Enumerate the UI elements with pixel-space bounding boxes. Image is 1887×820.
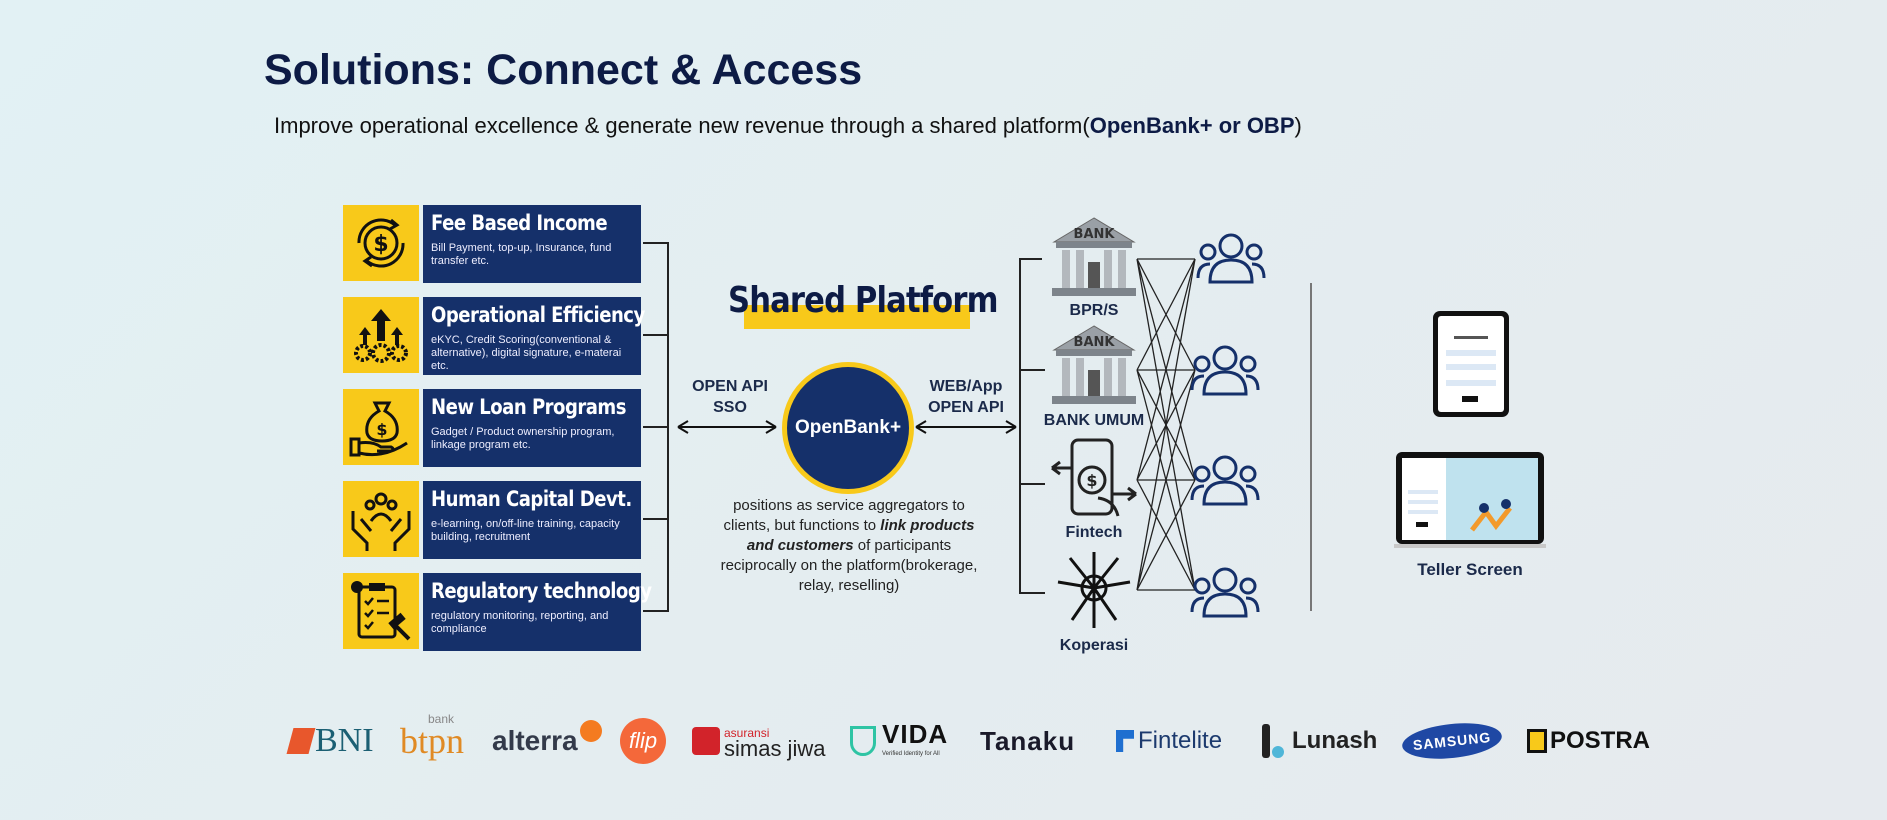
platform-description: positions as service aggregators to clie… — [720, 496, 978, 596]
solution-description: eKYC, Credit Scoring(conventional & alte… — [431, 334, 622, 372]
label-line: SSO — [713, 399, 747, 416]
logo-text: Verified Identity for All — [882, 751, 940, 757]
vida-shield-icon — [850, 726, 876, 756]
lunash-mark-icon — [1262, 724, 1270, 758]
label-line: WEB/App — [929, 378, 1003, 395]
logo-postra: POSTRA — [1527, 718, 1650, 764]
logo-text: simas jiwa — [724, 736, 826, 761]
bank-sign: BANK — [1074, 227, 1116, 242]
bni-mark-icon — [286, 728, 316, 754]
flip-circle-icon: flip — [620, 718, 666, 764]
participant-label: BANK UMUM — [1043, 412, 1145, 429]
joined-hands-icon — [1057, 552, 1131, 628]
gears-arrow-icon — [343, 297, 419, 373]
clipboard-gavel-icon — [343, 573, 419, 649]
logo-bni: BNI — [286, 718, 374, 764]
teller-screen-label: Teller Screen — [1417, 560, 1523, 579]
lunash-dot-icon — [1272, 746, 1284, 758]
logo-text: flip — [628, 728, 658, 753]
simas-mark-icon — [692, 727, 720, 755]
participant-label: BPR/S — [1069, 302, 1119, 319]
svg-text:$: $ — [376, 420, 387, 439]
desc-text: positions as service aggregators to clie… — [723, 497, 965, 534]
svg-text:$: $ — [373, 232, 388, 257]
customer-group-icon — [1190, 455, 1260, 506]
logo-text: BNI — [315, 722, 374, 759]
logo-text: POSTRA — [1550, 727, 1651, 754]
logo-text: Tanaku — [980, 725, 1076, 756]
right-arrow-label: WEB/App OPEN API — [916, 376, 1016, 418]
logo-text: asuransi — [724, 726, 770, 740]
postra-mark-icon — [1527, 729, 1547, 753]
solution-description: Gadget / Product ownership program, link… — [431, 426, 615, 451]
phone-payment-icon: $ — [1051, 438, 1137, 517]
openbank-logo: OpenBank+ — [782, 362, 914, 494]
subtitle-bold: OpenBank+ or OBP — [1089, 113, 1295, 138]
solution-box: Operational Efficiency eKYC, Credit Scor… — [423, 297, 645, 375]
solution-description: e-learning, on/off-line training, capaci… — [431, 518, 620, 543]
solution-title: New Loan Programs — [431, 395, 626, 419]
customer-group-icon — [1190, 567, 1260, 618]
openbank-logo-text: OpenBank+ — [794, 417, 902, 438]
logo-simas-jiwa: asuransi simas jiwa — [692, 718, 825, 764]
logo-text: btpn — [400, 721, 465, 761]
people-hands-icon — [343, 481, 419, 557]
logo-text: Lunash — [1292, 727, 1378, 754]
desc-text: of participants reciprocally on the plat… — [720, 537, 978, 594]
divider-line — [1310, 283, 1312, 611]
money-bag-hand-icon: $ — [343, 389, 419, 465]
logo-text: alterra — [492, 725, 578, 756]
alterra-dot-icon — [579, 720, 602, 742]
participant-label: Koperasi — [1059, 637, 1129, 654]
dollar-cycle-icon: $ — [343, 205, 419, 281]
page-title: Solutions: Connect & Access — [264, 46, 863, 94]
label-line: OPEN API — [928, 399, 1004, 416]
solution-box: Human Capital Devt. e-learning, on/off-l… — [423, 481, 641, 559]
logo-vida: VIDA Verified Identity for All — [850, 718, 948, 764]
logo-alterra: alterra — [492, 718, 602, 764]
shared-platform-title: Shared Platform — [728, 280, 998, 321]
logo-text: Fintelite — [1138, 727, 1223, 754]
desc-bold: link products and customers — [746, 517, 975, 554]
solution-title: Fee Based Income — [431, 211, 608, 235]
solution-description: Bill Payment, top-up, Insurance, fund tr… — [431, 242, 612, 267]
customer-group-icon — [1190, 345, 1260, 396]
mesh-lines — [1136, 258, 1196, 591]
subtitle-suffix: ) — [1294, 113, 1302, 138]
solution-box: New Loan Programs Gadget / Product owner… — [423, 389, 641, 467]
solution-title: Human Capital Devt. — [431, 487, 632, 511]
logo-text: SAMSUNG — [1412, 728, 1492, 754]
tablet-mockup-icon — [1433, 311, 1509, 417]
logo-lunash: Lunash — [1262, 718, 1377, 764]
label-line: OPEN API — [692, 378, 768, 395]
page-subtitle: Improve operational excellence & generat… — [274, 113, 1302, 139]
logo-btpn: bank btpn — [400, 712, 465, 764]
solution-box: Fee Based Income Bill Payment, top-up, I… — [423, 205, 641, 283]
bank-sign: BANK — [1074, 335, 1116, 350]
logo-tanaku: Tanaku — [980, 718, 1075, 764]
logo-fintelite: Fintelite — [1116, 718, 1222, 764]
subtitle-text: Improve operational excellence & generat… — [274, 113, 1090, 138]
bank-building-icon: BANK — [1052, 325, 1136, 404]
bank-building-icon: BANK — [1052, 217, 1136, 296]
logo-flip: flip — [620, 718, 666, 764]
left-arrow-label: OPEN API SSO — [680, 376, 780, 418]
title-highlight — [744, 305, 970, 329]
laptop-mockup-icon — [1394, 452, 1546, 548]
svg-text:$: $ — [1086, 471, 1097, 490]
fintelite-mark-icon — [1116, 730, 1134, 752]
logo-text: VIDA — [882, 719, 949, 749]
solution-description: regulatory monitoring, reporting, and co… — [431, 610, 609, 635]
logo-samsung: SAMSUNG — [1400, 718, 1504, 764]
samsung-ellipse-icon: SAMSUNG — [1400, 718, 1504, 764]
solution-box: Regulatory technology regulatory monitor… — [423, 573, 652, 651]
logo-text: bank — [428, 712, 455, 726]
participant-label: Fintech — [1065, 524, 1123, 541]
customer-group-icon — [1196, 233, 1266, 284]
